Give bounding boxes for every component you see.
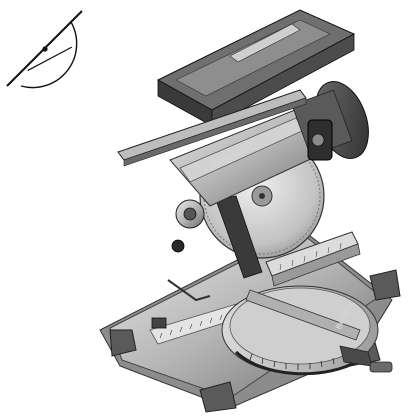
saw-upper-table	[117, 9, 356, 167]
tilt-angle-icon	[6, 10, 83, 89]
saw-motor-housing: BOSCH	[169, 81, 369, 207]
rotary-table-icon: BOSCH	[221, 285, 393, 376]
saw-adjust-knobs	[151, 199, 211, 329]
saw-fence	[265, 231, 361, 287]
